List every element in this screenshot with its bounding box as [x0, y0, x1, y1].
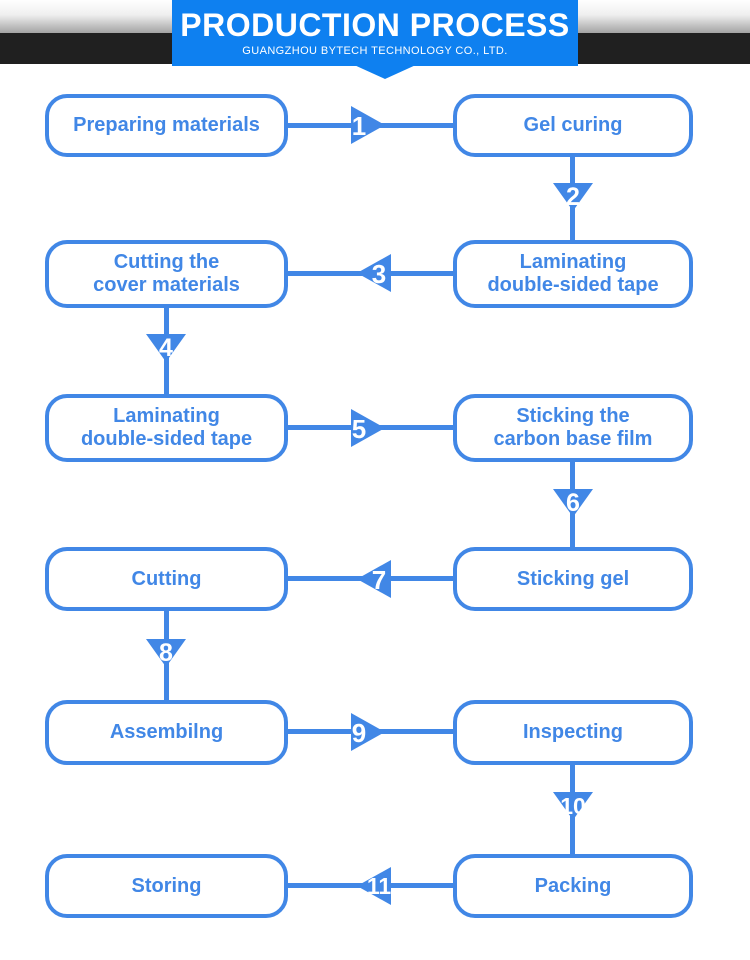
node-label: Laminating double-sided tape	[80, 405, 253, 450]
flow-node-sticking-the-carbon-base-film: Sticking the carbon base film	[453, 394, 693, 462]
arrow-right-icon	[351, 106, 385, 144]
flow-node-laminating-double-sided-tape-2: Laminating double-sided tape	[45, 394, 288, 462]
node-label: Inspecting	[522, 721, 623, 744]
step-number: 8	[159, 639, 173, 667]
arrow-down-icon	[146, 334, 186, 362]
step-number: 1	[351, 111, 367, 141]
step-number: 3	[371, 259, 387, 289]
node-label: Cutting	[131, 567, 202, 590]
flow-node-laminating-double-sided-tape-1: Laminating double-sided tape	[453, 240, 693, 308]
node-label: Cutting the cover materials	[93, 251, 240, 296]
node-label: Sticking gel	[516, 567, 630, 590]
flow-node-cutting: Cutting	[45, 547, 288, 611]
arrow-left-icon	[357, 254, 391, 292]
step-number: 11	[366, 873, 392, 899]
flow-node-storing: Storing	[45, 854, 288, 918]
node-label: Laminating double-sided tape	[487, 251, 659, 296]
arrow-down-icon	[146, 639, 186, 667]
node-label: Storing	[131, 874, 202, 897]
step-number: 7	[371, 565, 387, 595]
arrow-left-icon	[357, 560, 391, 598]
arrow-down-icon	[553, 792, 593, 820]
flow-node-assembling: Assembilng	[45, 700, 288, 765]
flow-node-cutting-the-cover-materials: Cutting the cover materials	[45, 240, 288, 308]
step-number: 4	[159, 334, 173, 362]
header-pointer-icon	[352, 64, 418, 79]
arrow-down-icon	[553, 489, 593, 517]
company-name: GUANGZHOU BYTECH TECHNOLOGY CO., LTD.	[242, 45, 508, 57]
flow-node-sticking-gel: Sticking gel	[453, 547, 693, 611]
node-label: Assembilng	[109, 721, 224, 744]
flow-node-packing: Packing	[453, 854, 693, 918]
page-title: PRODUCTION PROCESS	[180, 7, 570, 43]
arrow-right-icon	[351, 713, 385, 751]
step-number: 2	[566, 183, 580, 211]
flow-node-preparing-materials: Preparing materials	[45, 94, 288, 157]
arrow-left-icon	[357, 867, 391, 905]
arrow-down-icon	[553, 183, 593, 211]
arrow-right-icon	[351, 409, 385, 447]
flow-node-gel-curing: Gel curing	[453, 94, 693, 157]
node-label: Packing	[534, 874, 612, 897]
node-label: Preparing materials	[73, 114, 260, 137]
header-banner: PRODUCTION PROCESS GUANGZHOU BYTECH TECH…	[172, 0, 578, 66]
step-number: 9	[351, 718, 367, 748]
step-number: 5	[351, 414, 367, 444]
step-number: 6	[566, 489, 580, 517]
node-label: Sticking the carbon base film	[493, 405, 653, 450]
step-number: 10	[560, 793, 586, 819]
node-label: Gel curing	[523, 114, 623, 137]
flow-node-inspecting: Inspecting	[453, 700, 693, 765]
